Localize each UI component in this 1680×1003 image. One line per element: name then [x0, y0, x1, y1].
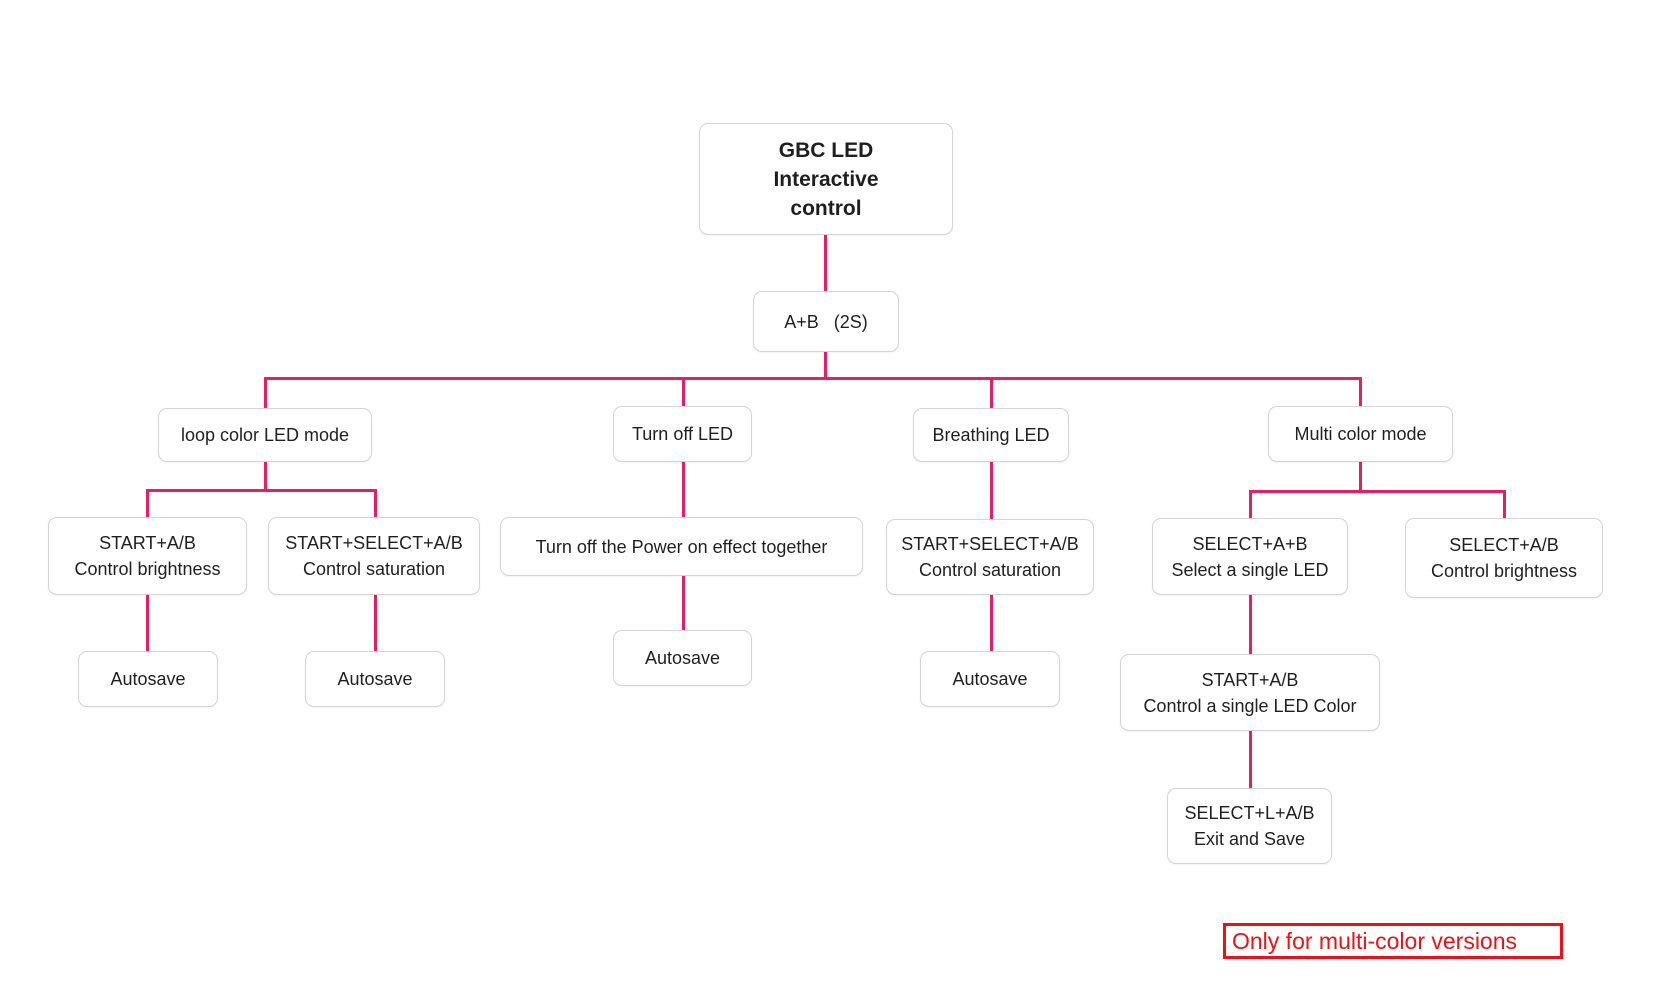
node-multi-color-mode: Multi color mode	[1268, 406, 1453, 462]
connector-drop-breathing	[990, 377, 993, 408]
node-line: SELECT+A+B	[1192, 533, 1308, 554]
node-power-off-together: Turn off the Power on effect together	[500, 517, 863, 576]
connector-turnoff-power	[682, 462, 685, 517]
node-line: Control brightness	[1430, 561, 1578, 581]
node-turn-off-led: Turn off LED	[613, 406, 752, 462]
node-autosave-breathing: Autosave	[920, 651, 1060, 707]
node-breathing-led: Breathing LED	[913, 408, 1069, 462]
connector-loop-child1	[146, 489, 149, 517]
node-select-ab-brightness: SELECT+A/B Control brightness	[1405, 518, 1603, 598]
node-line: Interactive	[773, 167, 879, 191]
connector-main-rail	[264, 377, 1362, 380]
node-line: SELECT+A/B	[1449, 535, 1559, 555]
connector-multi-split	[1249, 490, 1506, 493]
node-autosave-loop-saturation: Autosave	[305, 651, 445, 707]
note-label: Only for multi-color versions	[1232, 927, 1518, 954]
connector-drop-loop	[264, 377, 267, 408]
node-line: Breathing LED	[932, 425, 1050, 445]
connector-drop-multi	[1359, 377, 1362, 408]
node-line: Multi color mode	[1294, 424, 1427, 444]
connector-drop-turnoff	[682, 377, 685, 408]
node-line: Control saturation	[302, 559, 446, 579]
connector-title-trigger	[824, 235, 827, 291]
node-line: loop color LED mode	[180, 425, 350, 445]
connector-single-color	[1249, 595, 1252, 654]
node-autosave-turnoff: Autosave	[613, 630, 752, 686]
node-root-title: GBC LED Interactive control	[699, 123, 953, 235]
node-trigger-ab-2s: A+B (2S)	[753, 291, 899, 352]
connector-multi-down	[1359, 462, 1362, 490]
node-line: Exit and Save	[1193, 829, 1306, 849]
connector-multi-child1	[1249, 490, 1252, 518]
connector-loop-down	[264, 462, 267, 489]
node-line: Autosave	[337, 669, 413, 689]
node-line: START+A/B	[99, 533, 196, 553]
node-line: START+SELECT+A/B	[285, 533, 463, 553]
node-autosave-loop-brightness: Autosave	[78, 651, 218, 707]
note-multi-color-only: Only for multi-color versions	[1223, 923, 1563, 959]
node-line: START+SELECT+A/B	[901, 534, 1079, 554]
node-select-ab-single-led: SELECT+A+B Select a single LED	[1152, 518, 1348, 595]
node-line: SELECT+L+A/B	[1184, 803, 1315, 823]
node-exit-and-save: SELECT+L+A/B Exit and Save	[1167, 788, 1332, 864]
connector-multi-child2	[1503, 490, 1506, 518]
connector-color-exit	[1249, 731, 1252, 788]
connector-breathing-autosave	[990, 595, 993, 651]
node-breathing-saturation: START+SELECT+A/B Control saturation	[886, 519, 1094, 595]
node-line: A+B (2S)	[784, 311, 868, 332]
connector-trigger-down	[824, 352, 827, 377]
node-line: Autosave	[644, 648, 721, 668]
node-line: Autosave	[110, 669, 186, 689]
node-line: GBC LED	[778, 138, 874, 162]
node-line: Autosave	[952, 669, 1028, 689]
node-line: Control brightness	[74, 559, 221, 579]
node-start-ab-single-led-color: START+A/B Control a single LED Color	[1120, 654, 1380, 731]
node-start-select-saturation: START+SELECT+A/B Control saturation	[268, 517, 480, 595]
connector-saturation-autosave	[374, 595, 377, 651]
node-line: START+A/B	[1201, 669, 1299, 690]
connector-loop-child2	[374, 489, 377, 517]
node-line: Control a single LED Color	[1143, 695, 1357, 716]
connector-breathing-saturation	[990, 462, 993, 519]
connector-brightness-autosave	[146, 595, 149, 651]
node-line: Control saturation	[918, 560, 1062, 580]
node-line: control	[790, 196, 862, 220]
connector-loop-split	[146, 489, 377, 492]
node-line: Turn off LED	[631, 424, 734, 444]
connector-power-autosave	[682, 576, 685, 630]
node-line: Select a single LED	[1171, 559, 1329, 580]
node-start-ab-brightness: START+A/B Control brightness	[48, 517, 247, 595]
node-line: Turn off the Power on effect together	[535, 536, 828, 557]
node-loop-color-mode: loop color LED mode	[158, 408, 372, 462]
